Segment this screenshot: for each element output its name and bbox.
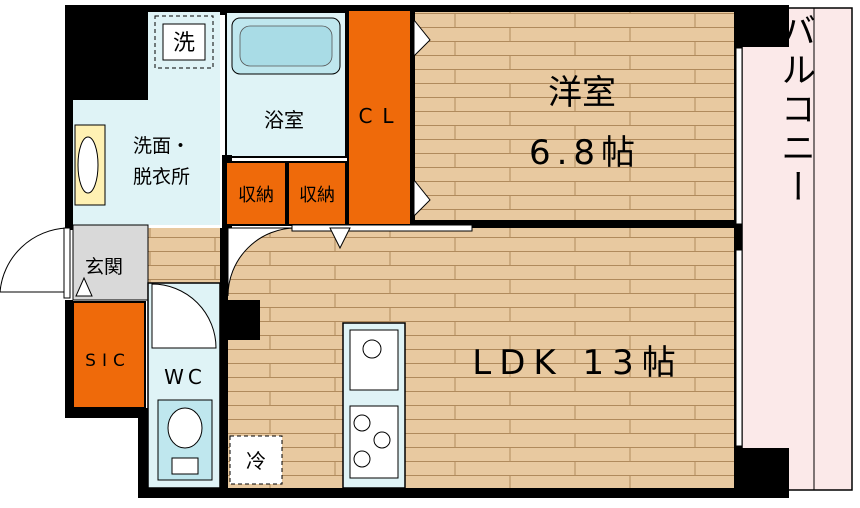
washroom: 洗 洗面・ 脱衣所 bbox=[73, 12, 220, 225]
sic-label: SIC bbox=[85, 351, 131, 371]
wc-door-swing bbox=[151, 283, 217, 349]
window-western bbox=[735, 47, 743, 225]
storage-units: 収納 収納 CL bbox=[222, 9, 413, 230]
storage-1-label: 収納 bbox=[238, 185, 274, 206]
window-ldk bbox=[735, 249, 743, 447]
washroom-label-line1: 洗面・ bbox=[133, 135, 190, 157]
storage-1 bbox=[225, 161, 287, 226]
ldk-label: LDK 13帖 bbox=[472, 343, 684, 383]
western-room-name: 洋室 bbox=[548, 73, 616, 113]
shoe-closet: SIC bbox=[72, 301, 146, 409]
sink-basin-icon bbox=[77, 136, 99, 194]
balcony: バルコニー bbox=[741, 7, 853, 491]
storage-2 bbox=[287, 161, 347, 226]
bath-label: 浴室 bbox=[264, 108, 304, 132]
entrance: 玄関 bbox=[0, 224, 149, 301]
pillar bbox=[222, 300, 260, 340]
ldk-name: LDK bbox=[472, 343, 563, 383]
wc: WC bbox=[147, 282, 221, 489]
ldk: LDK 13帖 冷 bbox=[148, 224, 743, 489]
outer-walls bbox=[65, 5, 789, 498]
balcony-area bbox=[741, 7, 853, 491]
western-room: 洋室 6.8帖 bbox=[410, 10, 743, 228]
kitchen-counter bbox=[342, 322, 406, 489]
entrance-label: 玄関 bbox=[85, 256, 123, 278]
front-door-swing bbox=[0, 227, 68, 293]
balcony-rail bbox=[813, 7, 853, 491]
ldk-size: 13帖 bbox=[582, 343, 683, 383]
kitchen-sink-icon bbox=[349, 329, 399, 391]
washroom-label-line2: 脱衣所 bbox=[133, 166, 190, 188]
washing-machine-icon: 洗 bbox=[154, 15, 214, 69]
closet bbox=[347, 9, 413, 226]
closet-label: CL bbox=[358, 104, 403, 128]
western-room-size: 6.8帖 bbox=[529, 133, 641, 173]
washer-label: 洗 bbox=[173, 31, 195, 56]
wc-label: WC bbox=[164, 365, 206, 389]
bathroom: 浴室 bbox=[225, 11, 347, 158]
closet-door-icon bbox=[413, 18, 431, 58]
fridge-label: 冷 bbox=[246, 449, 266, 473]
storage-2-label: 収納 bbox=[299, 185, 335, 206]
front-door bbox=[63, 227, 71, 299]
toilet-icon bbox=[157, 399, 213, 481]
fridge-space: 冷 bbox=[229, 435, 283, 485]
